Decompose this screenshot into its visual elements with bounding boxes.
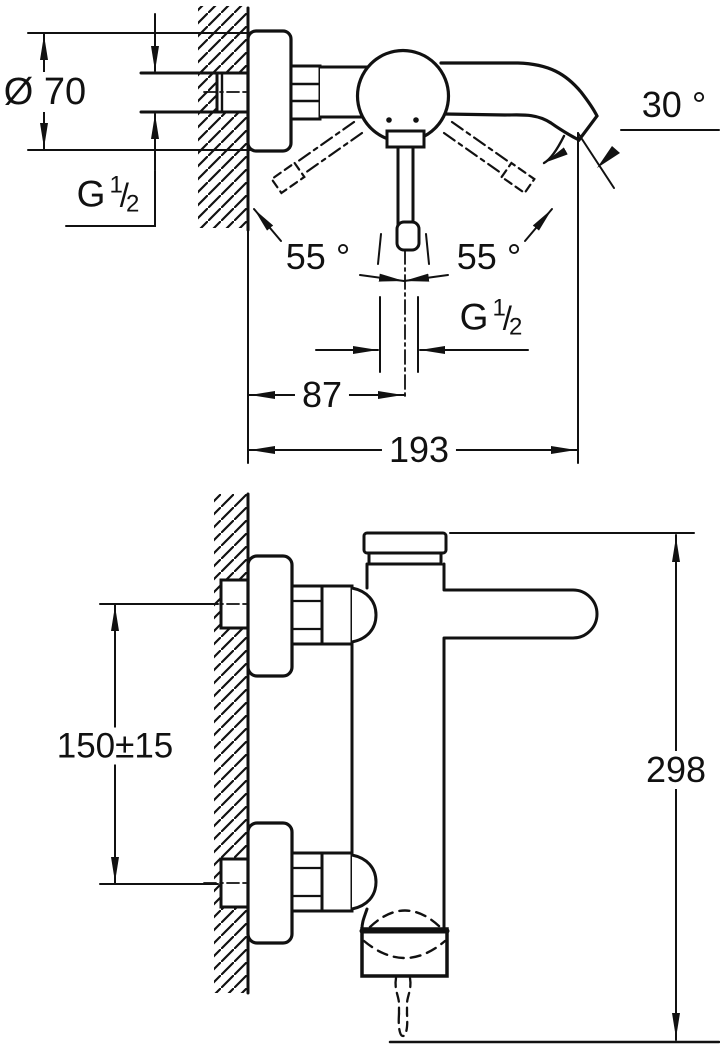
dim-label-150: 150±15 xyxy=(49,727,181,765)
dim-label-298: 298 xyxy=(638,751,714,789)
wall-hatch xyxy=(198,6,248,228)
dome-upper xyxy=(350,586,378,644)
mousseur-block xyxy=(360,927,449,978)
water-stream xyxy=(394,976,412,1038)
ghost-lever-left xyxy=(270,120,364,195)
cartridge-cap xyxy=(362,531,448,555)
adapter-upper xyxy=(320,584,354,646)
spout-fill xyxy=(441,63,597,140)
dome-lower-fill xyxy=(352,855,376,909)
ghost-lever-right xyxy=(442,120,536,195)
nut-upper-facets xyxy=(290,599,324,631)
dim-label-diameter-70: Ø 70 xyxy=(0,72,94,112)
lever-front xyxy=(443,588,599,640)
union-nut-facets xyxy=(289,82,322,103)
dim-label-87: 87 xyxy=(294,376,350,414)
thread-outlet-slash: / xyxy=(502,299,512,337)
dim-label-angle-55-right: 55 ° xyxy=(456,236,522,277)
dim-spout-angle xyxy=(542,129,720,189)
cartridge-ring xyxy=(367,551,443,566)
flange-upper xyxy=(246,554,294,678)
wall-hatch-front xyxy=(214,494,248,993)
hot-dot xyxy=(386,117,392,123)
flow-direction-arrow xyxy=(542,134,568,165)
dome-lower xyxy=(350,853,378,911)
top-view-drawing xyxy=(27,6,720,464)
thread-inlet-sub: 2 xyxy=(125,190,140,218)
escutcheon-flange xyxy=(246,29,293,153)
adapter-lower xyxy=(320,851,354,913)
dim-label-angle-30: 30 ° xyxy=(641,84,707,125)
nut-lower-facets xyxy=(290,866,324,898)
lever-collar xyxy=(385,129,426,149)
lever-grip-end xyxy=(395,220,421,252)
flange-lower xyxy=(246,821,294,945)
thread-inlet-sup: 1 xyxy=(109,171,123,199)
spout-outline xyxy=(439,61,599,143)
dim-swing-angle xyxy=(253,208,553,282)
dim-outlet-thread xyxy=(315,296,529,373)
dome-upper-fill xyxy=(352,588,376,642)
cold-dot xyxy=(413,117,419,123)
front-view-drawing xyxy=(99,492,720,1044)
thread-outlet-sup: 1 xyxy=(492,294,506,322)
dim-label-angle-55-left: 55 ° xyxy=(285,236,351,277)
nut-upper xyxy=(290,584,324,646)
thread-inlet-base: G xyxy=(76,173,106,215)
nut-lower xyxy=(290,851,324,913)
thread-outlet-sub: 2 xyxy=(508,313,523,341)
dim-inlet-thread xyxy=(65,13,159,227)
union-nut xyxy=(289,64,322,121)
supply-pipe xyxy=(139,71,219,114)
thread-outlet-base: G xyxy=(459,296,489,338)
mixer-body xyxy=(355,48,451,144)
lever-stem xyxy=(396,145,415,226)
spout-hidden-arc-top xyxy=(368,909,442,929)
thread-inlet-slash: / xyxy=(119,176,129,214)
spout-hidden-arc-inner xyxy=(362,939,447,960)
dim-label-193: 193 xyxy=(381,431,457,469)
